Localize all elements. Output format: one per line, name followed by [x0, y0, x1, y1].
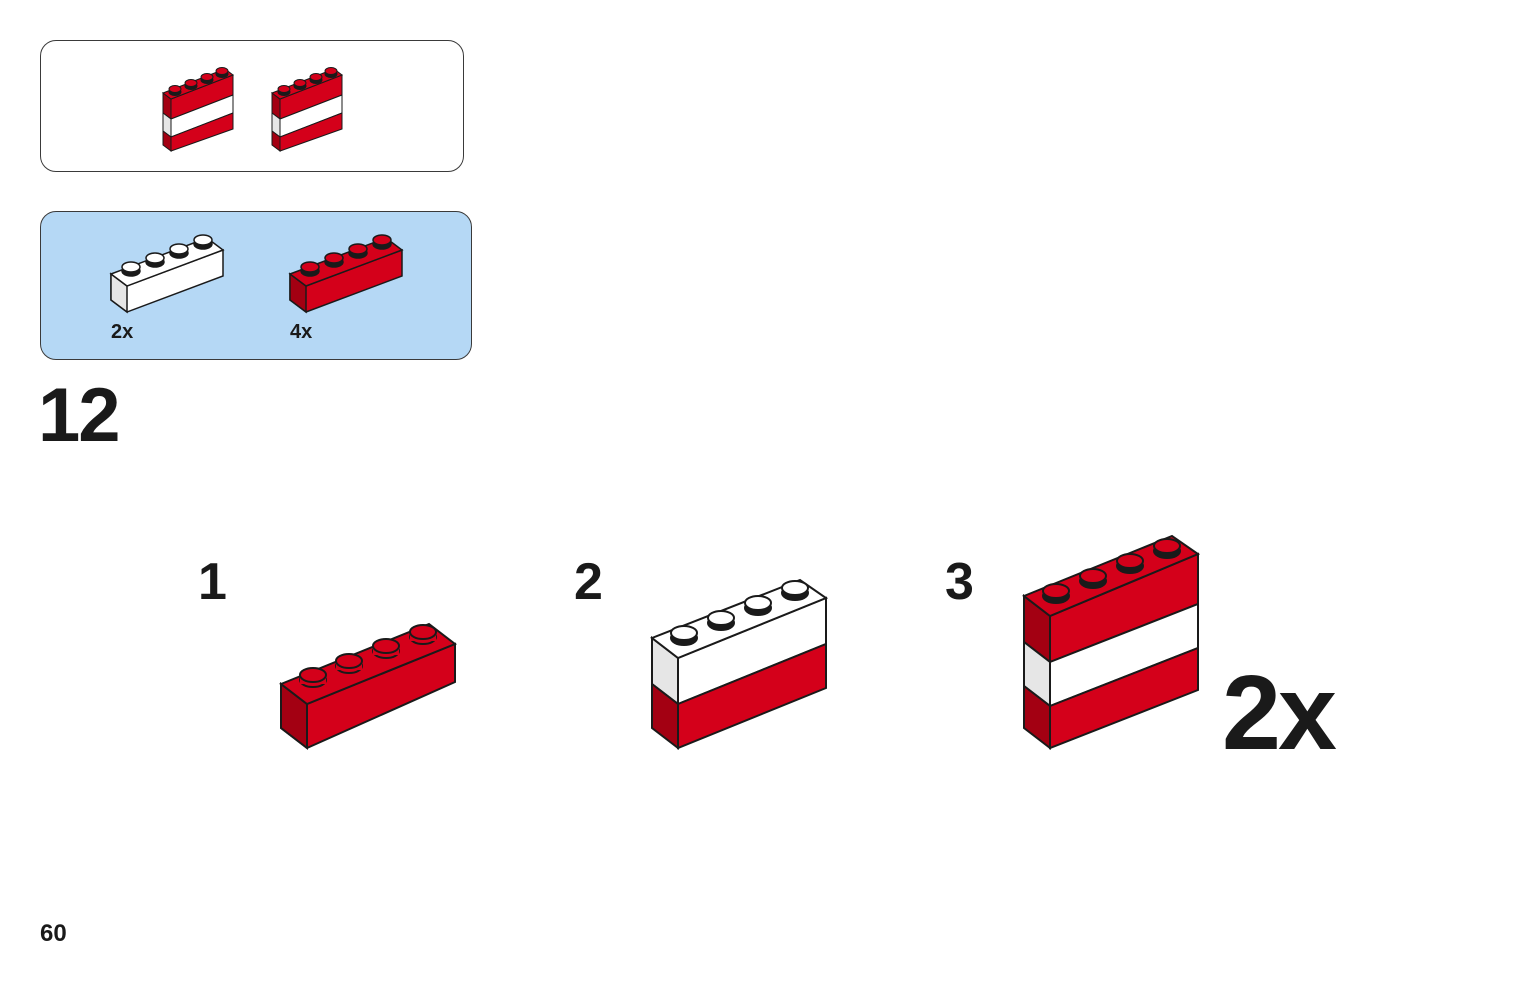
- red-1x4-brick-icon: [289, 234, 403, 313]
- parts-list-box: 2x 4x: [40, 211, 472, 360]
- substep-number-3: 3: [945, 553, 974, 611]
- brick-assembly-icon: [271, 67, 343, 152]
- substep-number-1: 1: [198, 553, 227, 611]
- white-on-red-brick-step-2-icon: [649, 578, 829, 751]
- result-preview-box: [40, 40, 464, 172]
- substep-number-2: 2: [574, 553, 603, 611]
- parts-quantity-white: 2x: [111, 321, 134, 343]
- brick-assembly-icon: [162, 67, 234, 152]
- page-number: 60: [40, 920, 67, 947]
- red-white-red-brick-step-3-icon: [1022, 534, 1201, 751]
- red-brick-step-1-icon: [279, 622, 457, 751]
- white-1x4-brick-icon: [110, 234, 224, 313]
- parts-quantity-red: 4x: [290, 321, 313, 343]
- result-multiplier: 2x: [1222, 654, 1337, 772]
- step-number: 12: [38, 373, 121, 458]
